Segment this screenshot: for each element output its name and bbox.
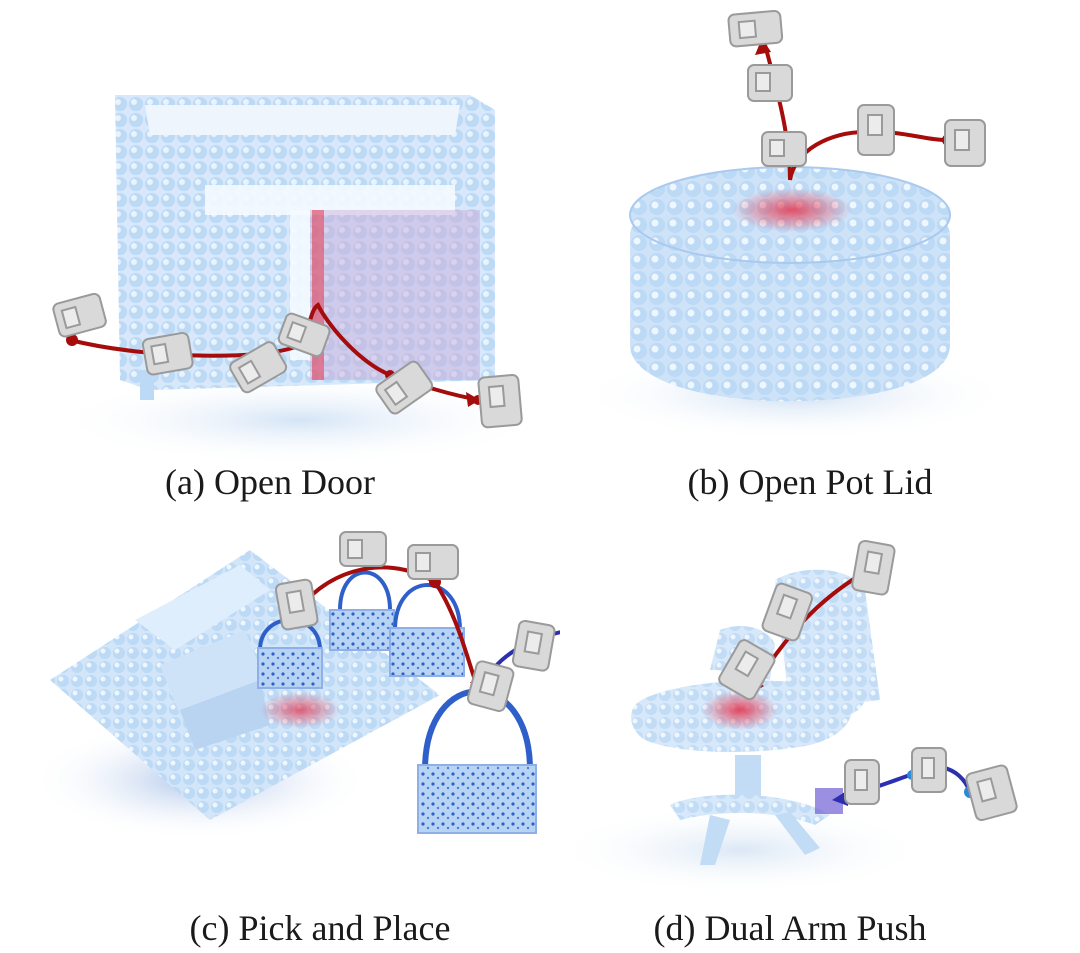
- panel-dual-arm-push: (d) Dual Arm Push: [560, 520, 1080, 953]
- gripper-icon: [407, 544, 459, 580]
- gripper-icon: [727, 9, 784, 48]
- gripper-icon: [141, 331, 194, 376]
- panel-open-door: (a) Open Door: [0, 0, 540, 520]
- basket-1: [257, 618, 323, 689]
- chair-shadow: [560, 805, 930, 895]
- gripper-icon: [229, 341, 288, 394]
- gripper-icon: [965, 764, 1018, 822]
- gripper-icon: [339, 531, 387, 567]
- gripper-icon: [466, 660, 515, 712]
- panel-pick-and-place: (c) Pick and Place: [0, 520, 560, 953]
- gripper-icon: [761, 582, 814, 642]
- panel-caption: (b) Open Pot Lid: [687, 462, 933, 502]
- gripper-icon: [844, 759, 880, 805]
- cabinet-shadow: [50, 375, 540, 465]
- gripper-icon: [911, 747, 947, 793]
- lid-handle-highlight: [732, 188, 852, 232]
- gripper-icon: [747, 64, 793, 102]
- gripper-icon: [477, 374, 523, 429]
- gripper-icon: [851, 539, 896, 596]
- gripper-icon: [761, 131, 807, 167]
- gripper-icon: [857, 104, 895, 156]
- door-part-highlight: [310, 210, 480, 380]
- table-point-cloud: [50, 550, 440, 820]
- gripper-icon: [511, 619, 556, 672]
- pot-point-cloud: [629, 166, 951, 402]
- push-contact-highlight: [702, 690, 778, 730]
- basket-2: [329, 570, 395, 651]
- place-target-highlight: [260, 692, 340, 728]
- panel-caption: (d) Dual Arm Push: [653, 908, 927, 948]
- panel-caption: (c) Pick and Place: [189, 908, 451, 948]
- basket-3: [389, 583, 465, 677]
- basket-4: [417, 688, 537, 834]
- gripper-icon: [52, 292, 107, 338]
- gripper-icon: [375, 360, 434, 415]
- panel-caption: (a) Open Door: [165, 462, 375, 502]
- panel-open-pot-lid: (b) Open Pot Lid: [540, 0, 1080, 520]
- gripper-icon: [944, 119, 986, 167]
- trajectory-point: [66, 334, 78, 346]
- gripper-icon: [274, 578, 319, 631]
- gripper-icon: [718, 639, 776, 701]
- trajectory-arrow-head: [466, 392, 480, 407]
- trajectory-arrow-head: [755, 38, 771, 55]
- gripper-icon: [277, 312, 331, 358]
